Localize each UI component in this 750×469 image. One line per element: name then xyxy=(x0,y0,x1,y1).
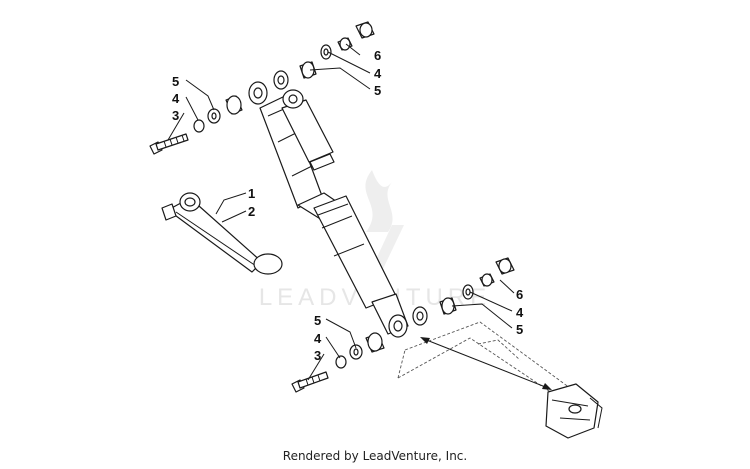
callout-3: 3 xyxy=(172,108,179,123)
lower-right-hardware xyxy=(412,257,515,326)
callout-4: 4 xyxy=(516,305,524,320)
callout-4: 4 xyxy=(374,66,382,81)
upper-left-hardware xyxy=(149,95,243,155)
a-arm-outline xyxy=(397,321,571,396)
shock-absorber xyxy=(248,81,409,338)
callout-1: 1 xyxy=(248,186,255,201)
callout-5: 5 xyxy=(172,74,179,89)
callout-5: 5 xyxy=(516,322,523,337)
callout-4: 4 xyxy=(172,91,180,106)
callouts-top-left: 5 4 3 xyxy=(172,74,180,123)
lower-left-hardware xyxy=(291,332,385,393)
callout-6: 6 xyxy=(516,287,523,302)
callout-4: 4 xyxy=(314,331,322,346)
callout-5: 5 xyxy=(314,313,321,328)
upper-right-hardware xyxy=(273,21,375,90)
callouts-bottom-left: 5 4 3 xyxy=(314,313,322,363)
watermark-flame-icon xyxy=(365,170,393,232)
callout-3: 3 xyxy=(314,348,321,363)
callout-5: 5 xyxy=(374,83,381,98)
callouts-gauge: 1 2 xyxy=(248,186,255,219)
callout-2: 2 xyxy=(248,204,255,219)
leader-lines xyxy=(167,43,515,381)
lower-mount-bracket xyxy=(545,383,603,439)
callouts-bottom-right: 6 4 5 xyxy=(516,287,524,337)
footer-credit: Rendered by LeadVenture, Inc. xyxy=(282,449,468,463)
callout-6: 6 xyxy=(374,48,381,63)
install-arrow xyxy=(420,337,552,390)
callouts-top-right: 6 4 5 xyxy=(374,48,382,98)
shock-pump-tool xyxy=(161,192,283,275)
